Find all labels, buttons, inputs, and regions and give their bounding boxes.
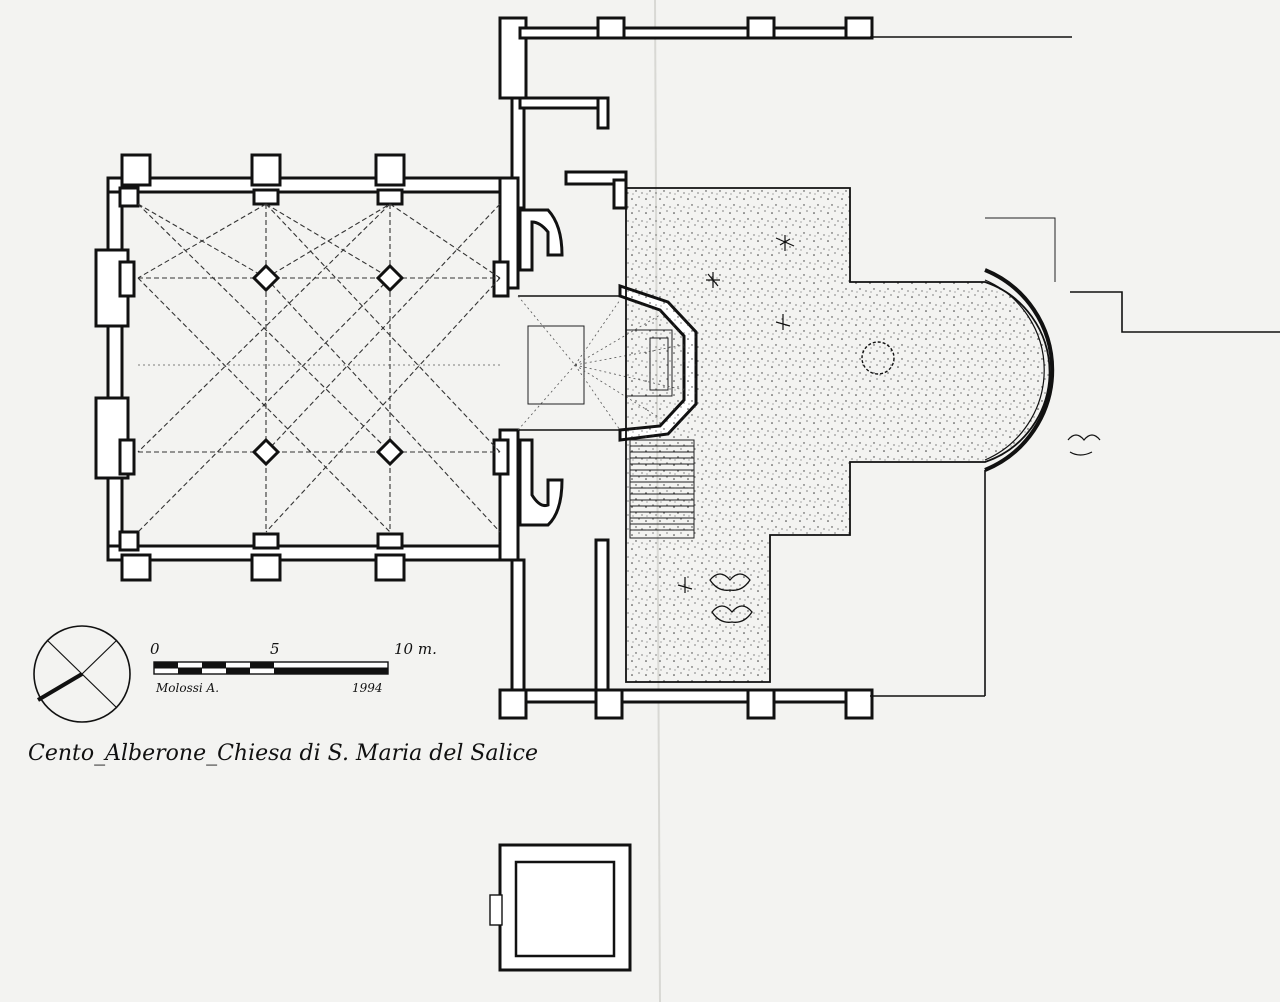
north-boundary-wall (498, 16, 1072, 100)
nave-piers (251, 263, 405, 467)
weed-icon (1067, 434, 1101, 456)
shrub-icon (709, 573, 753, 623)
weed-icon (775, 235, 795, 251)
scale-bar-segment (250, 662, 274, 668)
year-label: 1994 (352, 681, 383, 695)
detached-building (489, 843, 632, 972)
south-annex (498, 538, 985, 720)
author-label: Molossi A. (155, 681, 219, 695)
scale-tick-0: 0 (150, 640, 160, 658)
scale-bar-segment (202, 662, 226, 668)
weed-icon (775, 314, 791, 330)
drawing-title: Cento_Alberone_Chiesa di S. Maria del Sa… (28, 741, 538, 766)
scale-bar (153, 661, 389, 675)
scale-tick-5: 5 (270, 640, 280, 658)
weed-icon (677, 577, 693, 593)
nave-pilasters (118, 186, 510, 552)
scale-bar-segment (154, 662, 178, 668)
weed-icon (706, 272, 720, 288)
courtyard (625, 187, 1280, 696)
scale-bar-segment (178, 668, 202, 674)
north-arrow-icon (33, 625, 131, 723)
scale-bar-segment (274, 668, 388, 674)
shrub-icon (861, 341, 895, 375)
scale-tick-10: 10 m. (394, 640, 437, 658)
scale-bar-segment (226, 668, 250, 674)
nave-buttresses (94, 153, 406, 582)
vault-ribs (137, 203, 501, 533)
vegetation (677, 235, 1101, 623)
north-annex (510, 96, 628, 210)
